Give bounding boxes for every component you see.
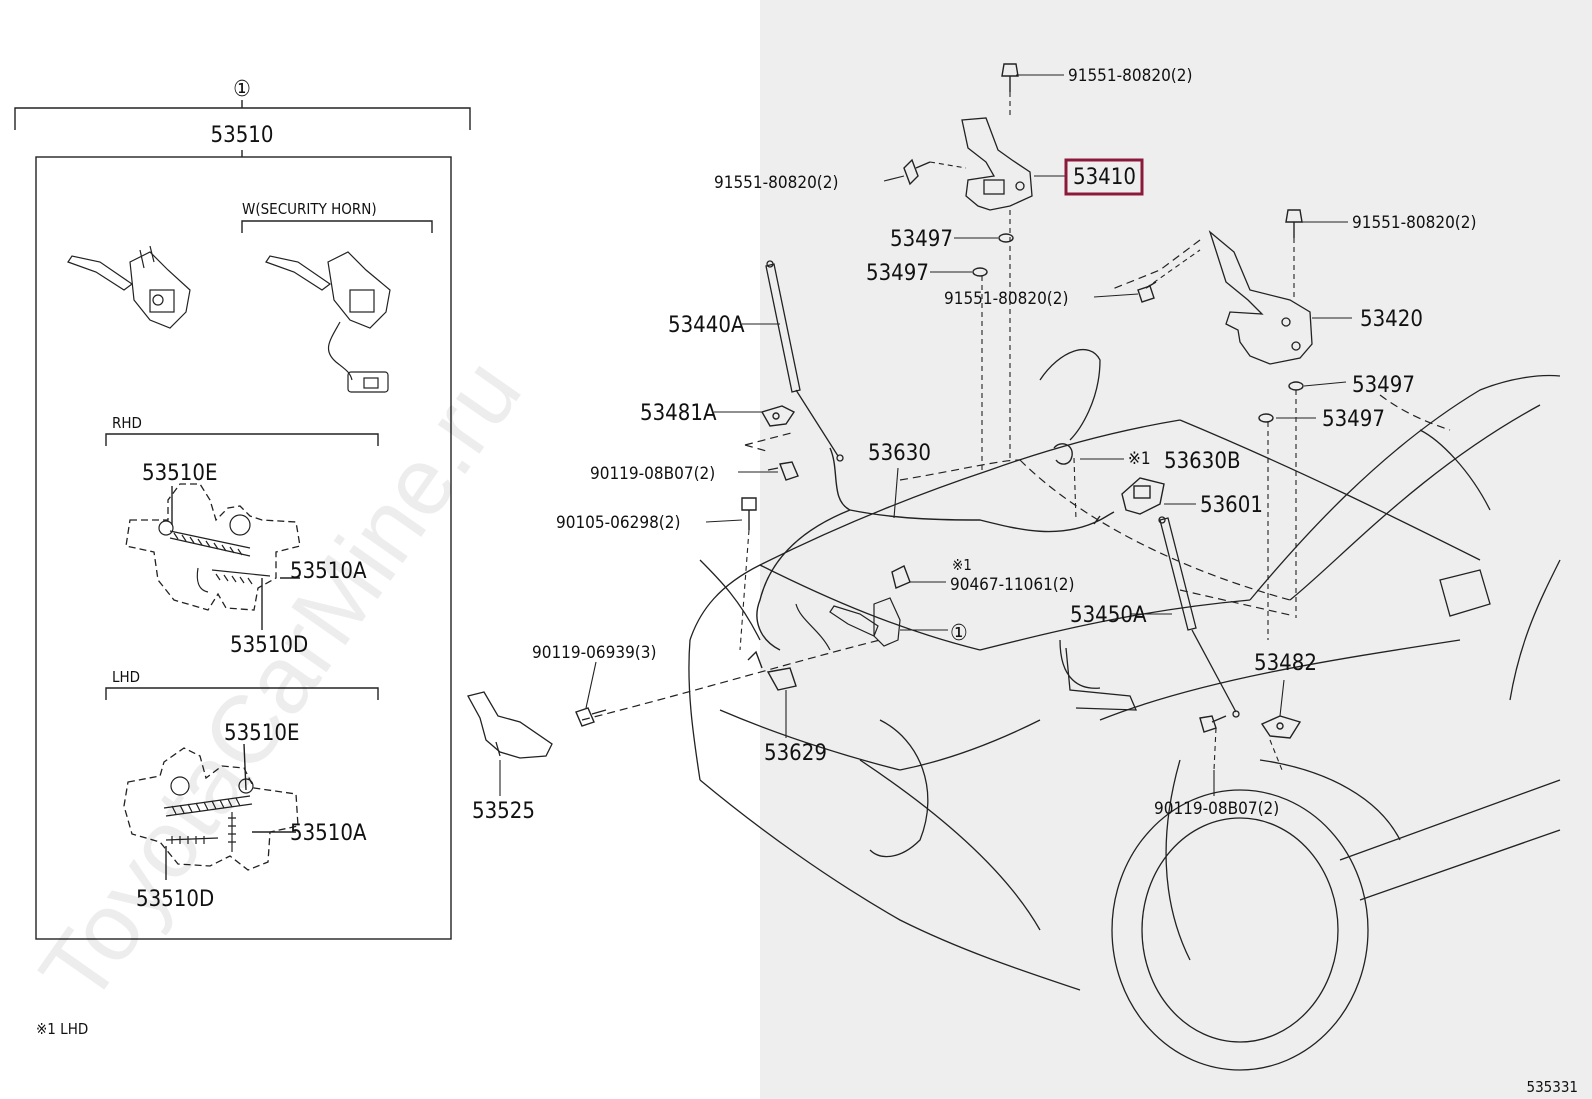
part-53497-b: 53497 bbox=[866, 261, 929, 286]
part-90119-08b07-left: 90119-08B07(2) bbox=[590, 464, 715, 484]
part-53497-a: 53497 bbox=[890, 227, 953, 252]
part-53410-highlighted: 53410 bbox=[1073, 165, 1136, 190]
hood-lock-installed bbox=[795, 597, 901, 651]
bolt-mid bbox=[1137, 281, 1157, 303]
group-part-number: 53510 bbox=[211, 123, 274, 148]
part-90467-note: ※1 bbox=[952, 556, 972, 574]
part-53420: 53420 bbox=[1360, 307, 1423, 332]
part-91551-top: 91551-80820(2) bbox=[1068, 66, 1192, 86]
wheel-inner bbox=[1141, 817, 1339, 1043]
lhd-part-53510a: 53510A bbox=[290, 821, 367, 846]
rhd-latch-plate bbox=[125, 483, 301, 611]
bolt-90105 bbox=[741, 497, 757, 530]
part-90119-08b07-right: 90119-08B07(2) bbox=[1154, 799, 1279, 819]
part-53525: 53525 bbox=[472, 799, 535, 824]
rhd-part-53510e: 53510E bbox=[142, 461, 217, 486]
hood-outline bbox=[581, 239, 1451, 721]
group-frame bbox=[35, 156, 452, 940]
bolt-90119-right bbox=[1199, 715, 1227, 733]
security-horn-label: W(SECURITY HORN) bbox=[242, 200, 377, 218]
bolt-90119-left bbox=[767, 461, 799, 481]
lhd-part-53510e: 53510E bbox=[224, 721, 299, 746]
lock-assembly-sketch-1 bbox=[67, 245, 191, 329]
bracket-53482 bbox=[1260, 715, 1302, 739]
hood-hinge-right bbox=[1208, 230, 1313, 365]
part-53630: 53630 bbox=[868, 441, 931, 466]
footnote-lhd: ※1 LHD bbox=[36, 1020, 88, 1038]
diagram-number: 535331 bbox=[1526, 1078, 1578, 1096]
protector-53525 bbox=[467, 691, 553, 759]
part-53450a: 53450A bbox=[1070, 603, 1147, 628]
part-53482: 53482 bbox=[1254, 651, 1317, 676]
part-53440a: 53440A bbox=[668, 313, 745, 338]
rhd-bracket bbox=[105, 433, 379, 446]
security-horn-bracket bbox=[241, 220, 433, 233]
group-number: ① bbox=[233, 77, 251, 102]
bracket-53629 bbox=[747, 650, 797, 691]
lhd-bracket bbox=[105, 687, 379, 700]
highlight-box-53410 bbox=[1064, 158, 1144, 196]
hood-support-right bbox=[1158, 516, 1240, 718]
bolt-90119-06939 bbox=[575, 707, 607, 727]
lhd-label: LHD bbox=[112, 668, 140, 686]
hood-support-left bbox=[765, 260, 844, 462]
part-91551-mid: 91551-80820(2) bbox=[944, 289, 1068, 309]
part-53601: 53601 bbox=[1200, 493, 1263, 518]
rhd-part-53510a: 53510A bbox=[290, 559, 367, 584]
rhd-label: RHD bbox=[112, 414, 142, 432]
vehicle-body bbox=[688, 349, 1561, 1071]
lock-assembly-sketch-2 bbox=[265, 251, 391, 393]
part-53481a: 53481A bbox=[640, 401, 717, 426]
part-53497-d: 53497 bbox=[1322, 407, 1385, 432]
part-53497-c: 53497 bbox=[1352, 373, 1415, 398]
bolt-right bbox=[1285, 209, 1303, 238]
bolt-top bbox=[1001, 63, 1019, 92]
clamp-53630b bbox=[1053, 443, 1073, 465]
bolt-left bbox=[903, 158, 931, 186]
release-lever-53601 bbox=[1121, 477, 1165, 515]
part-53629: 53629 bbox=[764, 741, 827, 766]
rhd-part-53510d: 53510D bbox=[230, 633, 308, 658]
release-cable bbox=[756, 447, 1115, 651]
hood-hinge-left bbox=[961, 117, 1033, 211]
part-90119-06939: 90119-06939(3) bbox=[532, 643, 656, 663]
part-91551-right: 91551-80820(2) bbox=[1352, 213, 1476, 233]
part-53630b: 53630B bbox=[1164, 449, 1241, 474]
wheel-outer bbox=[1111, 789, 1369, 1071]
part-group-reference: ① bbox=[950, 621, 968, 646]
rhd-springs bbox=[158, 514, 271, 593]
part-53630b-note: ※1 bbox=[1128, 449, 1151, 469]
lhd-part-53510d: 53510D bbox=[136, 887, 214, 912]
lhd-springs bbox=[163, 776, 254, 852]
bracket-53481a bbox=[760, 405, 796, 427]
part-90467-11061: 90467-11061(2) bbox=[950, 575, 1074, 595]
clip-90467 bbox=[891, 565, 911, 589]
part-90105-06298: 90105-06298(2) bbox=[556, 513, 680, 533]
lhd-latch-plate bbox=[123, 747, 299, 871]
part-91551-left: 91551-80820(2) bbox=[714, 173, 838, 193]
